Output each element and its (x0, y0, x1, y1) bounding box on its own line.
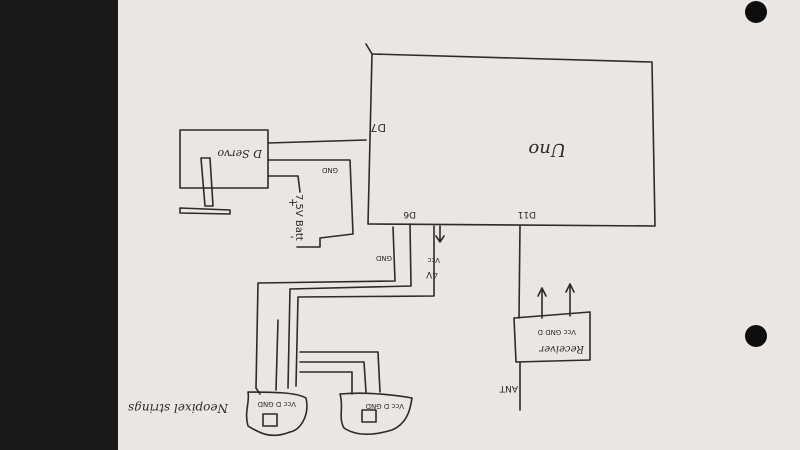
battery-minus: - (290, 230, 294, 243)
wire-vcc-bus (295, 225, 435, 387)
wire-d7-servo (267, 139, 367, 144)
receiver-label: Receiver (538, 343, 585, 354)
wire-strip1-data (287, 288, 291, 389)
receiver-pins-label: Vcc GND D (538, 328, 576, 336)
wire-strip1-vcc (275, 319, 279, 391)
bus-gnd-label: GND (376, 254, 392, 262)
neopixel-1-led (262, 413, 278, 427)
neopixel-label: Neopixel strings (128, 401, 229, 415)
neopixel-1-pins: Vcc D GND (258, 400, 296, 408)
bus-vcc-label: Vcc (427, 256, 440, 264)
battery-label: 7.5V Batt (293, 194, 304, 241)
pin-d6-label: D6 (403, 209, 416, 219)
bus-volts-label: 4V (425, 269, 438, 279)
pin-d7-label: D7 (371, 121, 386, 134)
wire-bus-strip2-c (299, 371, 353, 395)
receiver-gnd-arrow (565, 283, 575, 317)
wire-servo-gnd (267, 159, 354, 248)
servo-body (179, 129, 269, 189)
antenna-label: ANT (499, 383, 518, 393)
wire-servo-plus (267, 175, 301, 193)
neopixel-strip-2 (339, 392, 413, 436)
wire-vcc-arrow (435, 225, 445, 243)
arduino-board (365, 43, 656, 227)
wire-d11-receiver (518, 225, 521, 319)
wire-d6 (289, 223, 412, 290)
servo-base (179, 207, 231, 215)
neopixel-2-led (361, 409, 377, 423)
pin-d11-label: D11 (518, 209, 536, 219)
neopixel-strip-1 (245, 391, 308, 437)
punch-hole-top (745, 1, 767, 23)
power-gnd-label: GND (322, 166, 338, 174)
wire-bus-strip2 (299, 351, 381, 393)
battery-plus: + (288, 196, 297, 209)
servo-label: D Servo (217, 147, 263, 160)
neopixel-2-pins: Vcc D GND (366, 402, 404, 410)
arduino-title: Uno (528, 139, 566, 160)
wire-bus-strip2-b (299, 361, 367, 393)
wire-gnd-bus (255, 226, 396, 389)
wire-strip1-gnd (255, 387, 261, 395)
receiver-body (513, 311, 591, 363)
punch-hole-bottom (745, 325, 767, 347)
servo-horn (200, 157, 214, 207)
receiver-vcc-arrow (537, 287, 547, 319)
